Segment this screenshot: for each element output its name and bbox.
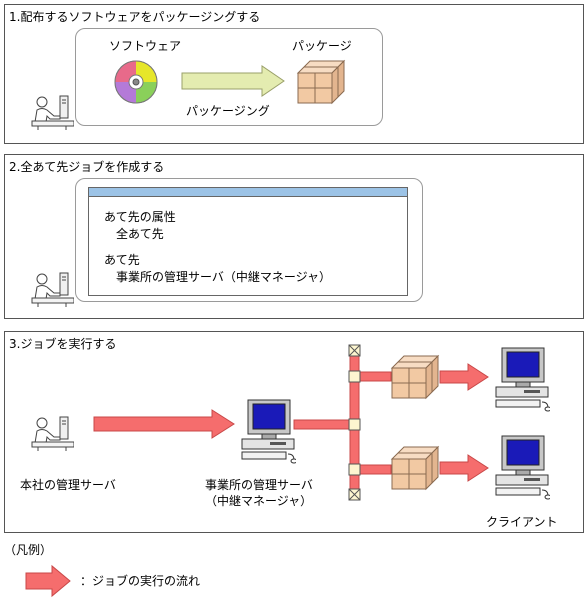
package-box-icon [390,352,440,400]
client-computer-icon [494,434,550,500]
office-server-label: 事業所の管理サーバ [205,478,313,492]
client-computer-icon [494,346,550,412]
bus-terminator-top [348,344,361,357]
dest-label: あて先 [104,253,140,267]
packaging-label: パッケージング [186,104,270,118]
panel-title: 1.配布するソフトウェアをパッケージングする [9,10,261,24]
package-label: パッケージ [292,39,352,53]
flow-arrow-hq-to-office [93,409,235,439]
office-computer-icon [240,398,296,464]
packaging-arrow [181,65,285,97]
client-label: クライアント [486,515,558,529]
panel-execute: 3.ジョブを実行する [4,331,584,533]
hq-server-label: 本社の管理サーバ [20,478,116,492]
window-titlebar [89,188,407,197]
attr-value: 全あて先 [116,227,164,241]
hq-person-icon [30,415,74,451]
flow-arrow-to-client-upper [439,363,489,391]
bus-node-middle [348,418,361,431]
flow-branch-upper [358,371,392,382]
flow-branch-lower [358,464,392,475]
panel-title: 3.ジョブを実行する [9,337,117,351]
bus-node-upper [348,370,361,383]
job-window [88,187,408,296]
attr-label: あて先の属性 [104,210,176,224]
package-box-icon [390,443,440,491]
flow-line-office-to-bus [293,419,355,430]
legend-flow-description: ：ジョブの実行の流れ [80,574,201,588]
bus-terminator-bottom [348,488,361,501]
software-label: ソフトウェア [109,39,182,53]
office-server-sublabel: （中継マネージャ） [205,494,313,508]
bus-node-lower [348,463,361,476]
legend-heading: （凡例） [4,543,53,557]
legend-flow-arrow [25,564,71,598]
flow-arrow-to-client-lower [439,454,489,482]
panel-title: 2.全あて先ジョブを作成する [9,160,165,174]
dest-value: 事業所の管理サーバ（中継マネージャ） [116,270,332,284]
